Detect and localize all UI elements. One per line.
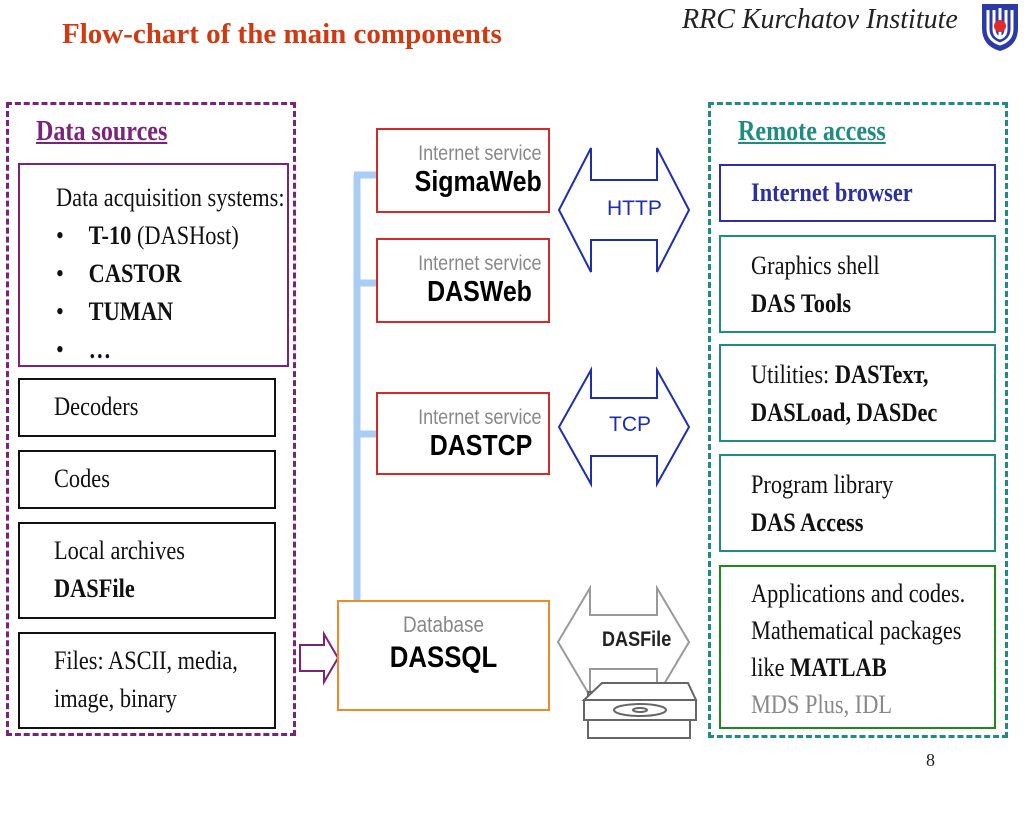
- acquisition-heading: Data acquisition systems:: [56, 183, 285, 212]
- graphics-shell-box: Graphics shell DAS Tools: [719, 235, 996, 333]
- data-sources-title: Data sources: [36, 116, 168, 147]
- acquisition-box: Data acquisition systems: T-10 (DASHost)…: [18, 163, 289, 369]
- service-dastcp: Internet service DASTCP: [376, 392, 550, 475]
- list-item: TUMAN: [56, 293, 255, 331]
- decoders-box: Decoders: [18, 378, 276, 437]
- codes-box: Codes: [18, 450, 276, 509]
- local-archives-box: Local archives DASFile: [18, 522, 276, 619]
- remote-access-title: Remote access: [738, 116, 886, 147]
- http-arrow: [557, 147, 691, 273]
- applications-box: Applications and codes. Mathematical pac…: [719, 565, 996, 729]
- list-item: T-10 (DASHost): [56, 217, 255, 255]
- database-name: DASSQL: [389, 641, 498, 674]
- service-dasweb: Internet service DASWeb: [376, 238, 550, 323]
- service-sigmaweb: Internet service SigmaWeb: [376, 128, 550, 213]
- program-library-box: Program library DAS Access: [719, 454, 996, 552]
- dasfile-label: DASFile: [602, 628, 672, 651]
- utilities-box: Utilities: DASTexт, DASLoad, DASDec: [719, 344, 996, 442]
- http-label: HTTP: [607, 197, 662, 220]
- database-caption: Database: [402, 612, 485, 637]
- internet-browser-box: Internet browser: [719, 164, 996, 222]
- tcp-arrow: [557, 366, 691, 488]
- files-box: Files: ASCII, media, image, binary: [18, 632, 276, 729]
- institute-logo: [982, 4, 1018, 51]
- list-item: …: [56, 331, 255, 369]
- disk-drive-icon: [581, 682, 698, 739]
- page-number: 8: [926, 750, 935, 770]
- list-item: CASTOR: [56, 255, 255, 293]
- bus-lines: [353, 171, 378, 604]
- database-box: Database DASSQL: [337, 600, 550, 711]
- page-title: Flow-chart of the main components: [62, 18, 502, 50]
- data-sources-group: [6, 102, 296, 736]
- remote-access-group: [708, 102, 1008, 738]
- files-to-db-arrow: [299, 630, 340, 686]
- institute-name: RRC Kurchatov Institute: [682, 4, 958, 35]
- acquisition-list: T-10 (DASHost) CASTOR TUMAN …: [56, 217, 255, 369]
- tcp-label: TCP: [609, 413, 651, 436]
